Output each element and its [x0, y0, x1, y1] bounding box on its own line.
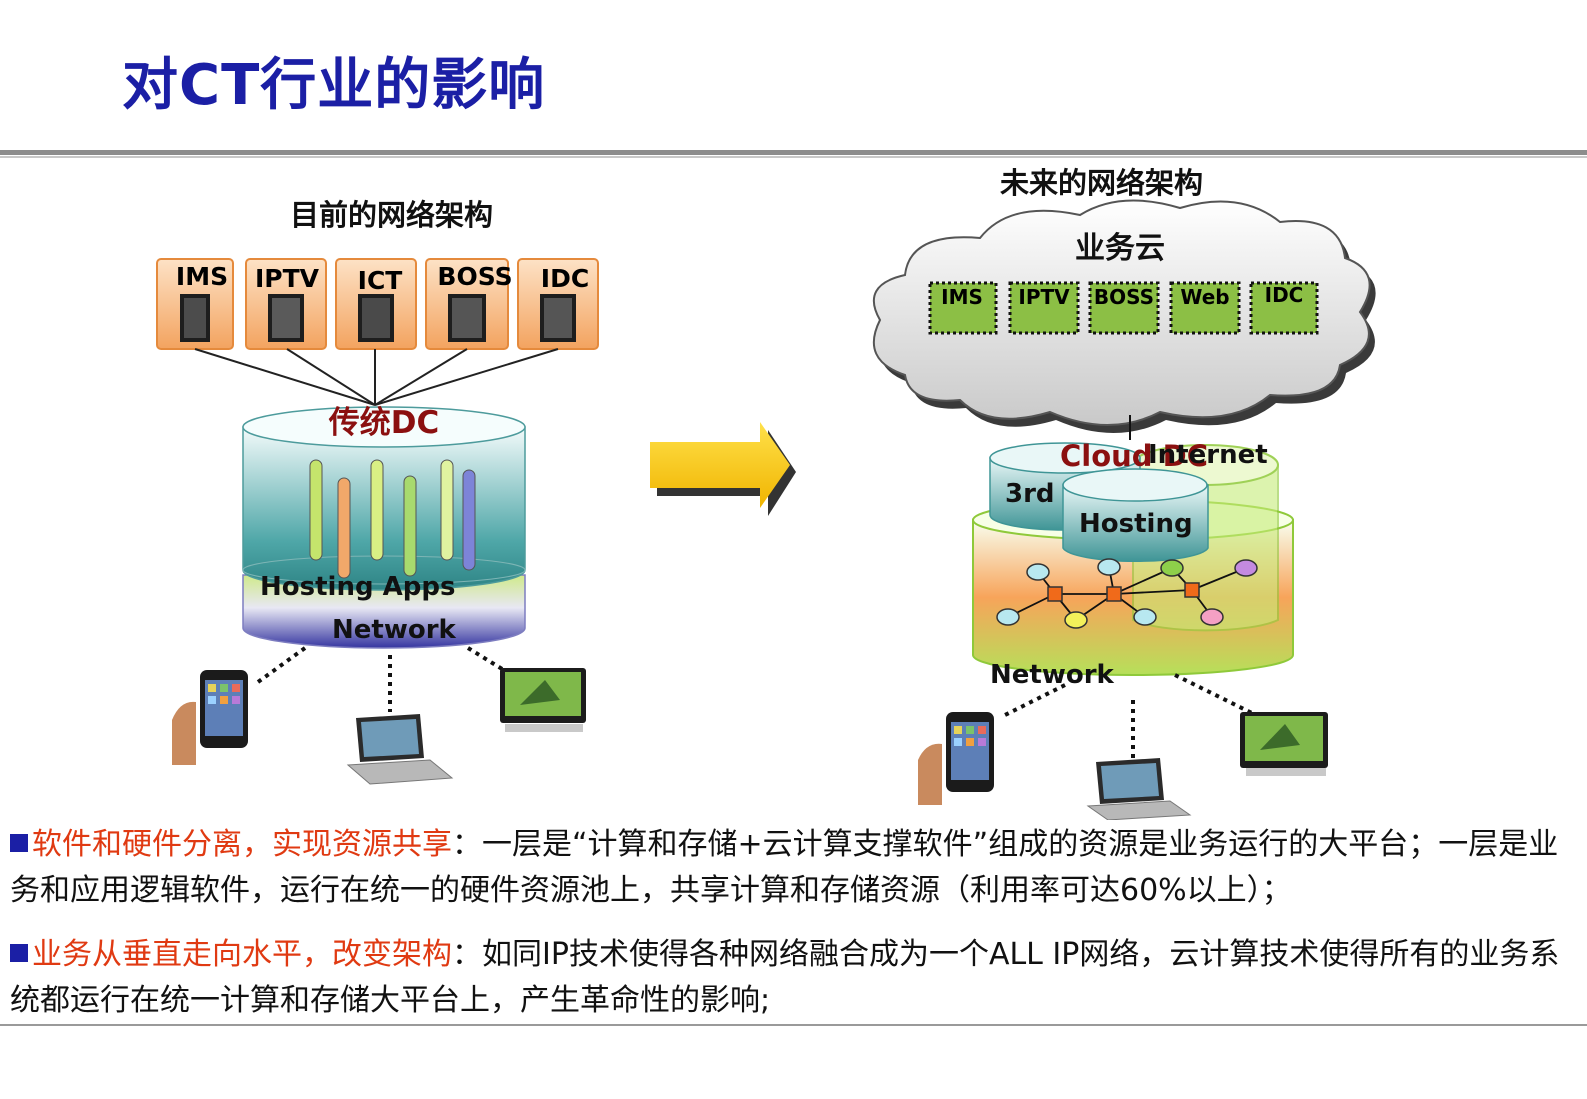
device-links-left — [256, 646, 522, 712]
bottom-divider — [0, 1024, 1587, 1026]
server-box-iptv: IPTV — [245, 258, 327, 350]
server-box-ims: IMS — [156, 258, 234, 350]
service-box-idc: IDC — [1249, 281, 1319, 335]
service-box-boss: BOSS — [1088, 281, 1160, 335]
server-label: IMS — [176, 262, 228, 291]
network-nodes — [996, 558, 1258, 629]
service-label: IPTV — [1018, 285, 1070, 309]
bullet-resource-sharing: 软件和硬件分离，实现资源共享：一层是“计算和存储+云计算支撑软件”组成的资源是业… — [10, 822, 1570, 914]
network-label-right: Network — [990, 660, 1115, 690]
bullet-highlight: 软件和硬件分离，实现资源共享 — [32, 827, 452, 862]
bullet-square-icon — [10, 944, 28, 962]
service-label: Web — [1180, 285, 1229, 309]
traditional-dc-label: 传统DC — [328, 405, 439, 441]
architecture-diagram: IMS IPTV ICT BOSS IDC — [156, 199, 1376, 820]
service-label: IDC — [1265, 283, 1304, 307]
bullet-text: ：如同IP技术使得各种网络融合成为一个ALL IP网络，云计算技术使得所有的业务… — [10, 937, 1560, 1018]
server-box-boss: BOSS — [425, 258, 513, 350]
bullet-architecture-change: 业务从垂直走向水平，改变架构：如同IP技术使得各种网络融合成为一个ALL IP网… — [10, 932, 1570, 1024]
server-label: BOSS — [437, 262, 512, 291]
network-label-left: Network — [332, 615, 457, 645]
cloud-dc-label: Cloud DC — [1060, 439, 1208, 473]
smartphone-icon — [172, 670, 248, 765]
hosting-apps-label: Hosting Apps — [260, 572, 455, 602]
laptop-icon — [1086, 758, 1192, 820]
service-label: IMS — [941, 285, 983, 309]
bullet-square-icon — [10, 834, 28, 852]
current-architecture-heading: 目前的网络架构 — [290, 198, 494, 232]
future-architecture-heading: 未来的网络架构 — [1000, 166, 1204, 200]
service-box-web: Web — [1169, 281, 1241, 335]
device-links-right — [1004, 673, 1263, 758]
bullet-text: ：一层是“计算和存储+云计算支撑软件”组成的资源是业务运行的大平台；一层是业务和… — [10, 827, 1559, 908]
television-icon — [500, 668, 586, 732]
server-box-ict: ICT — [335, 258, 417, 350]
service-cloud-label: 业务云 — [1075, 231, 1165, 266]
smartphone-icon — [918, 712, 994, 805]
title-divider-shadow — [0, 156, 1587, 158]
title-divider — [0, 150, 1587, 155]
server-label: ICT — [358, 266, 403, 295]
internet-label: Internet — [1148, 440, 1268, 470]
service-box-iptv: IPTV — [1008, 281, 1080, 335]
page-title: 对CT行业的影响 — [122, 53, 546, 118]
traditional-dc-cylinder — [242, 406, 526, 649]
laptop-icon — [346, 714, 454, 785]
third-party-label: 3rd — [1005, 479, 1055, 509]
transition-arrow — [650, 422, 796, 516]
hosting-cylinder — [1062, 468, 1209, 562]
server-label: IDC — [541, 264, 589, 293]
server-connection-lines — [194, 348, 559, 406]
service-label: BOSS — [1094, 285, 1154, 309]
hosting-label: Hosting — [1079, 509, 1193, 539]
bullet-highlight: 业务从垂直走向水平，改变架构 — [32, 937, 452, 972]
server-box-idc: IDC — [517, 258, 599, 350]
service-box-ims: IMS — [928, 281, 998, 335]
television-icon — [1240, 712, 1328, 776]
server-label: IPTV — [255, 264, 320, 293]
